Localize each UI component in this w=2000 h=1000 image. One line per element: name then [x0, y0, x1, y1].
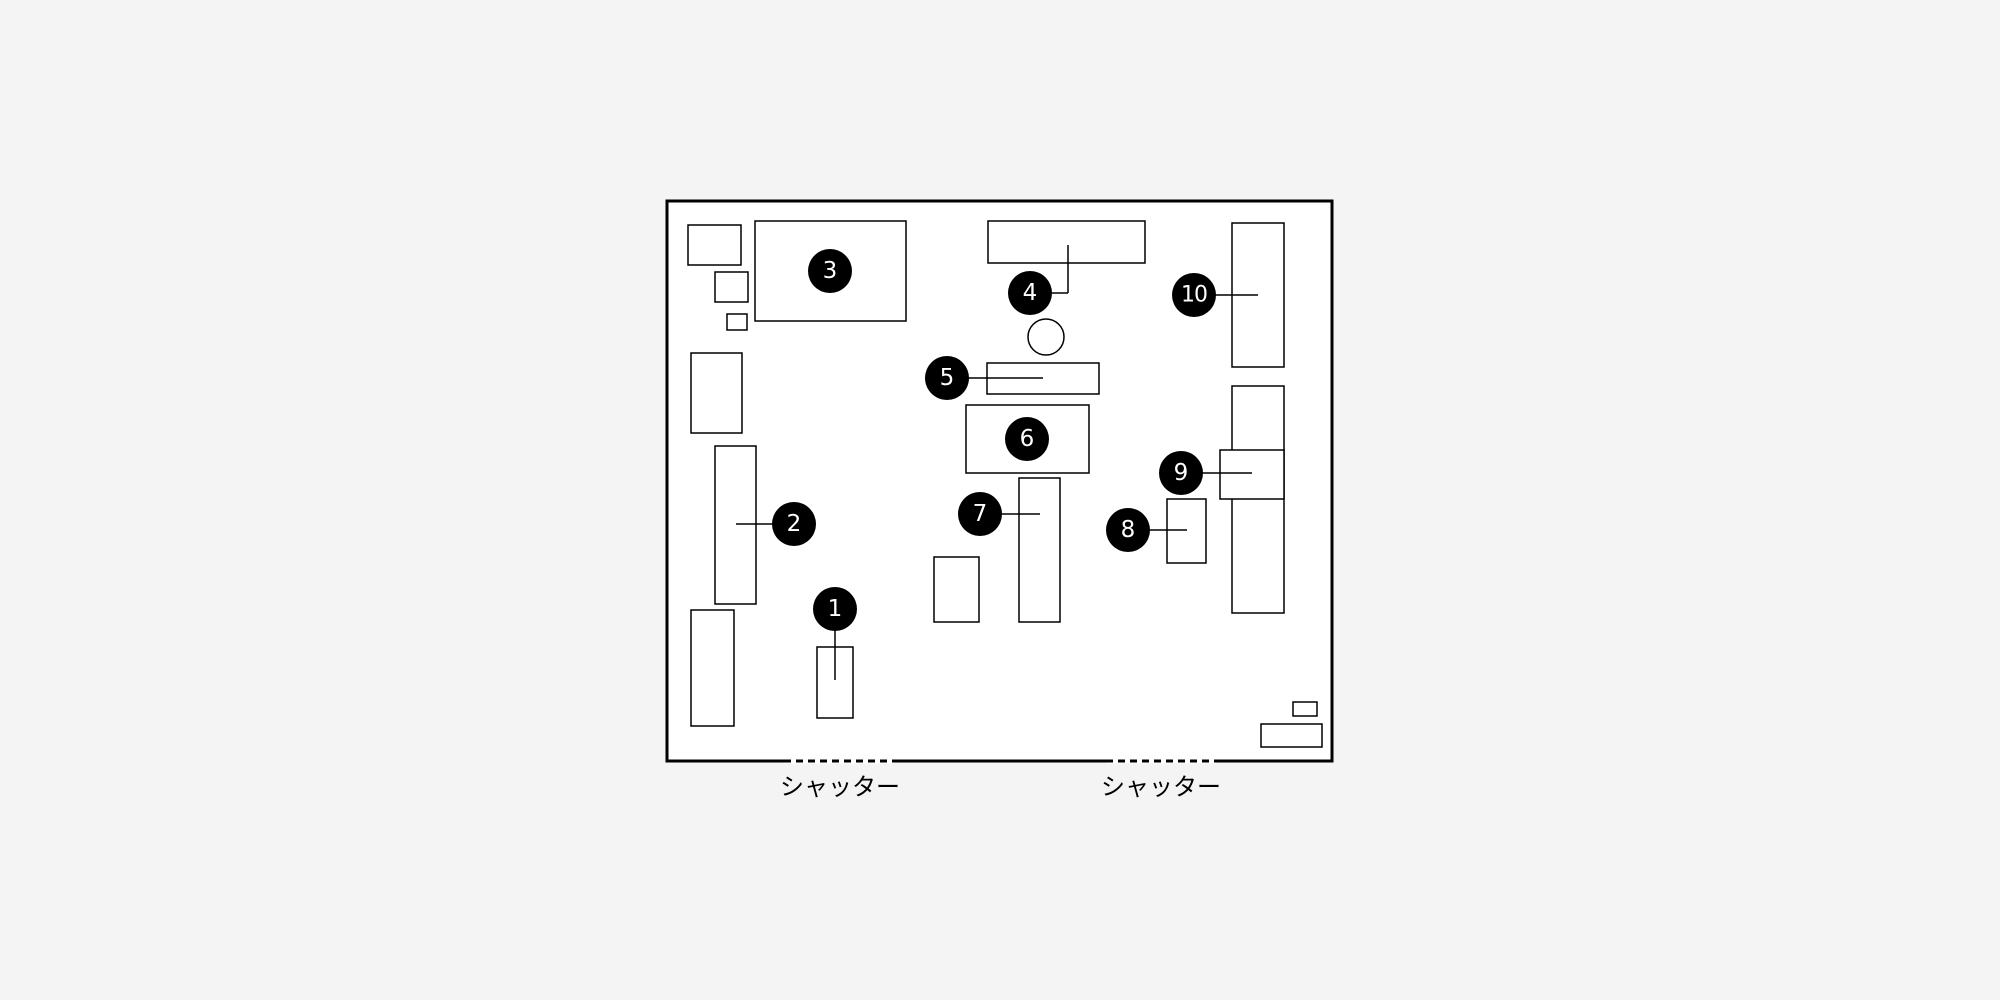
marker-1: 1	[813, 587, 857, 631]
marker-9-label: 9	[1174, 460, 1189, 486]
marker-10-label: 10	[1181, 283, 1207, 308]
fixture-8	[1166, 498, 1207, 564]
shutter-labels: シャッター シャッター	[780, 773, 1221, 801]
marker-7: 7	[958, 492, 1002, 536]
marker-4: 4	[1008, 271, 1052, 315]
fixture-center-small	[933, 556, 980, 623]
fixture-7	[1018, 477, 1061, 623]
marker-8-label: 8	[1121, 517, 1136, 543]
fixture-9	[1219, 449, 1285, 500]
marker-3-circle	[808, 249, 852, 293]
marker-9-circle	[1159, 451, 1203, 495]
fixture-tiny-square	[726, 313, 748, 331]
marker-8: 8	[1106, 508, 1150, 552]
fixture-2	[714, 445, 757, 605]
marker-2: 2	[772, 502, 816, 546]
marker-6-label: 6	[1020, 426, 1035, 452]
marker-1-label: 1	[828, 596, 843, 622]
marker-7-label: 7	[973, 501, 988, 527]
marker-10: 10	[1172, 273, 1216, 317]
marker-4-circle	[1008, 271, 1052, 315]
markers: 1 2 3 4 5 6 7 8	[772, 249, 1216, 631]
fixture-round	[1027, 318, 1065, 356]
marker-3: 3	[808, 249, 852, 293]
fixture-small-square	[714, 271, 749, 303]
shutter-label-left: シャッター	[780, 773, 900, 801]
marker-9: 9	[1159, 451, 1203, 495]
marker-7-circle	[958, 492, 1002, 536]
fixture-4	[987, 220, 1146, 264]
marker-1-circle	[813, 587, 857, 631]
marker-10-circle	[1172, 273, 1216, 317]
marker-2-circle	[772, 502, 816, 546]
marker-5: 5	[925, 356, 969, 400]
fixture-corner-small	[1260, 723, 1323, 748]
shutter-label-right: シャッター	[1101, 773, 1221, 801]
marker-3-label: 3	[823, 258, 838, 284]
marker-6: 6	[1005, 417, 1049, 461]
fixture-top-left-small	[687, 224, 742, 266]
marker-8-circle	[1106, 508, 1150, 552]
marker-6-circle	[1005, 417, 1049, 461]
fixture-left-mid	[690, 352, 743, 434]
marker-5-circle	[925, 356, 969, 400]
marker-4-label: 4	[1023, 280, 1038, 306]
fixture-left-bottom	[690, 609, 735, 727]
fixture-corner-tiny	[1292, 701, 1318, 717]
marker-5-label: 5	[940, 365, 955, 391]
marker-2-label: 2	[787, 511, 802, 537]
